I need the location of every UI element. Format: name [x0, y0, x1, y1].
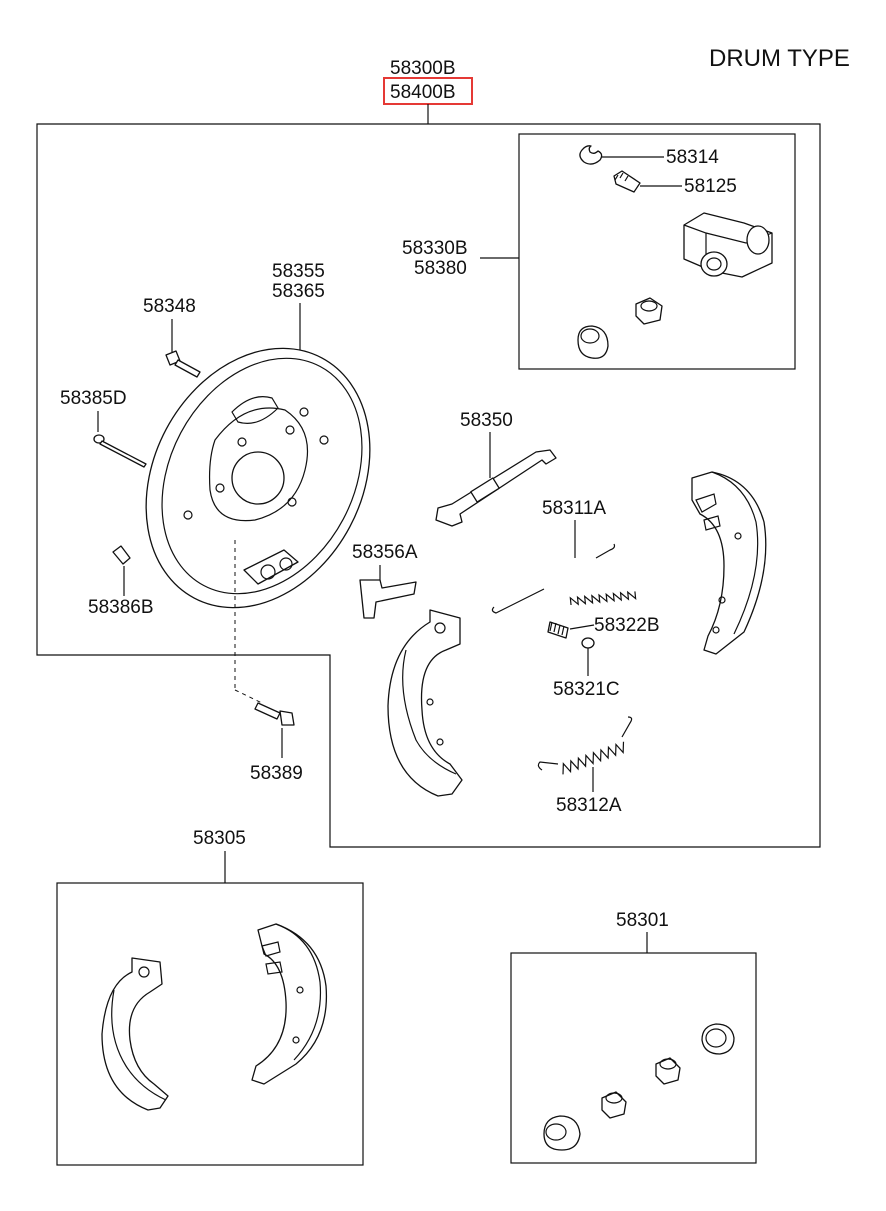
label-58386B[interactable]: 58386B: [88, 597, 154, 618]
label-58330B[interactable]: 58330B: [402, 238, 468, 259]
label-58321C[interactable]: 58321C: [553, 679, 620, 700]
repair-kit-cup-2[interactable]: [601, 1091, 627, 1119]
repair-kit-boot[interactable]: [543, 1115, 581, 1151]
label-58389[interactable]: 58389: [250, 763, 303, 784]
brake-shoe-left-part[interactable]: [387, 609, 463, 797]
piston-cup-part[interactable]: [635, 297, 663, 325]
bolt-58389-part[interactable]: [254, 702, 295, 726]
bolt-58348-part[interactable]: [165, 350, 201, 378]
adjuster-part[interactable]: [435, 449, 557, 527]
label-58125[interactable]: 58125: [684, 176, 737, 197]
label-58312A[interactable]: 58312A: [556, 795, 622, 816]
wheel-cylinder-part[interactable]: [683, 212, 773, 278]
leader-58322B: [569, 624, 595, 630]
label-58322B[interactable]: 58322B: [594, 615, 660, 636]
brake-shoe-right-part[interactable]: [691, 471, 767, 655]
shoe-kit-right-shoe[interactable]: [251, 923, 328, 1085]
assembly-outline: [36, 123, 821, 848]
label-58314[interactable]: 58314: [666, 147, 719, 168]
cap-part[interactable]: [112, 545, 131, 565]
hold-pin-part[interactable]: [93, 434, 147, 468]
repair-kit-cup-1[interactable]: [655, 1057, 681, 1085]
upper-spring-part[interactable]: [491, 543, 638, 630]
hold-cup-part[interactable]: [581, 637, 595, 649]
dashed-guide-2: [234, 689, 263, 704]
label-58385D[interactable]: 58385D: [60, 388, 127, 409]
backing-plate-part[interactable]: [102, 309, 413, 647]
label-58400B[interactable]: 58400B: [390, 82, 456, 103]
label-58355[interactable]: 58355: [272, 261, 325, 282]
label-58348[interactable]: 58348: [143, 296, 196, 317]
label-58305[interactable]: 58305: [193, 828, 246, 849]
boot-part[interactable]: [577, 325, 609, 359]
label-58365[interactable]: 58365: [272, 281, 325, 302]
label-58350[interactable]: 58350: [460, 410, 513, 431]
label-58380[interactable]: 58380: [414, 258, 467, 279]
hold-spring-part[interactable]: [547, 621, 569, 639]
label-58301[interactable]: 58301: [616, 910, 669, 931]
lever-part[interactable]: [359, 579, 417, 619]
label-58311A[interactable]: 58311A: [542, 498, 606, 519]
lower-spring-part[interactable]: [537, 716, 633, 775]
shoe-kit-box: [56, 882, 364, 1166]
clip-part[interactable]: [579, 145, 603, 165]
repair-kit-box: [510, 952, 757, 1164]
label-58300B[interactable]: 58300B: [390, 58, 456, 79]
bleeder-screw-part[interactable]: [613, 170, 641, 193]
shoe-kit-left-shoe[interactable]: [101, 957, 169, 1111]
diagram-title: DRUM TYPE: [709, 45, 850, 72]
wheel-cylinder-box: [518, 133, 796, 370]
repair-kit-seal-large[interactable]: [701, 1023, 735, 1055]
label-58356A[interactable]: 58356A: [352, 542, 418, 563]
